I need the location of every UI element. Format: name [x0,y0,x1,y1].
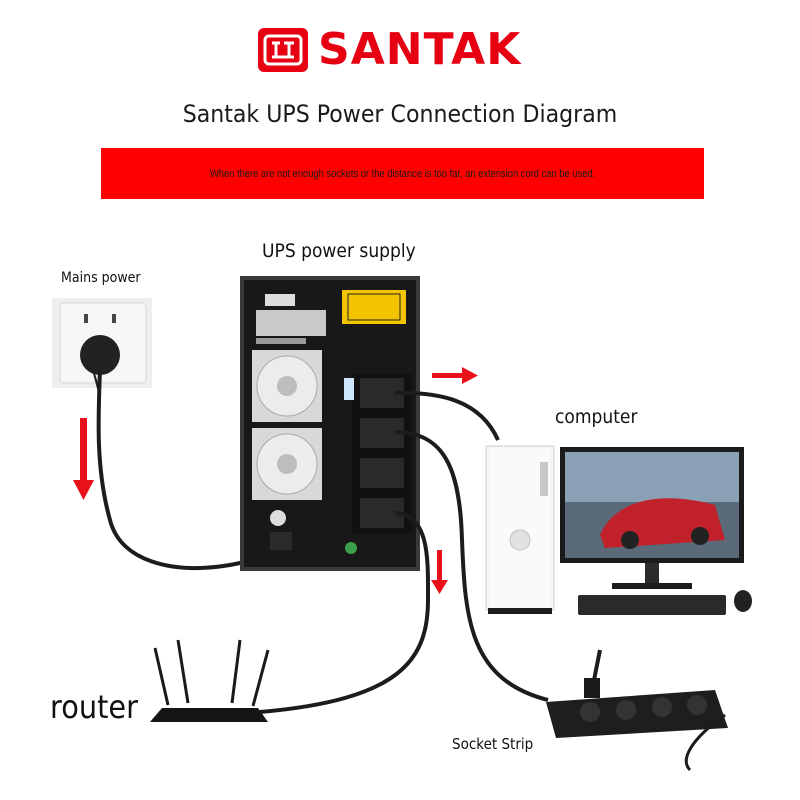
computer-cable [394,390,500,441]
ups-label: UPS power supply [262,240,416,262]
monitor-icon [560,447,744,589]
arrow-down-mains-icon [73,418,94,500]
strip-cable [394,430,549,702]
santak-logo: SANTAK [258,24,521,76]
santak-emblem-icon [258,28,308,72]
brand-name: SANTAK [318,24,522,75]
diagram-title: Santak UPS Power Connection Diagram [182,100,618,128]
mains-power-label: Mains power [61,270,141,286]
mouse-icon [734,590,752,612]
socket-strip-label: Socket Strip [452,735,534,753]
arrow-right-ups-icon [432,367,478,384]
ups-unit-icon [240,276,420,571]
arrow-down-ups-icon [431,550,448,594]
wall-outlet-icon [52,298,152,400]
router-cable [259,511,431,714]
socket-strip-icon [546,649,728,772]
keyboard-icon [578,595,726,615]
router-icon [150,639,270,722]
computer-label: computer [555,406,638,428]
router-label: router [50,688,138,726]
note-text: When there are not enough sockets or the… [209,167,596,180]
desktop-tower-icon [485,445,555,614]
note-banner: When there are not enough sockets or the… [101,148,704,199]
